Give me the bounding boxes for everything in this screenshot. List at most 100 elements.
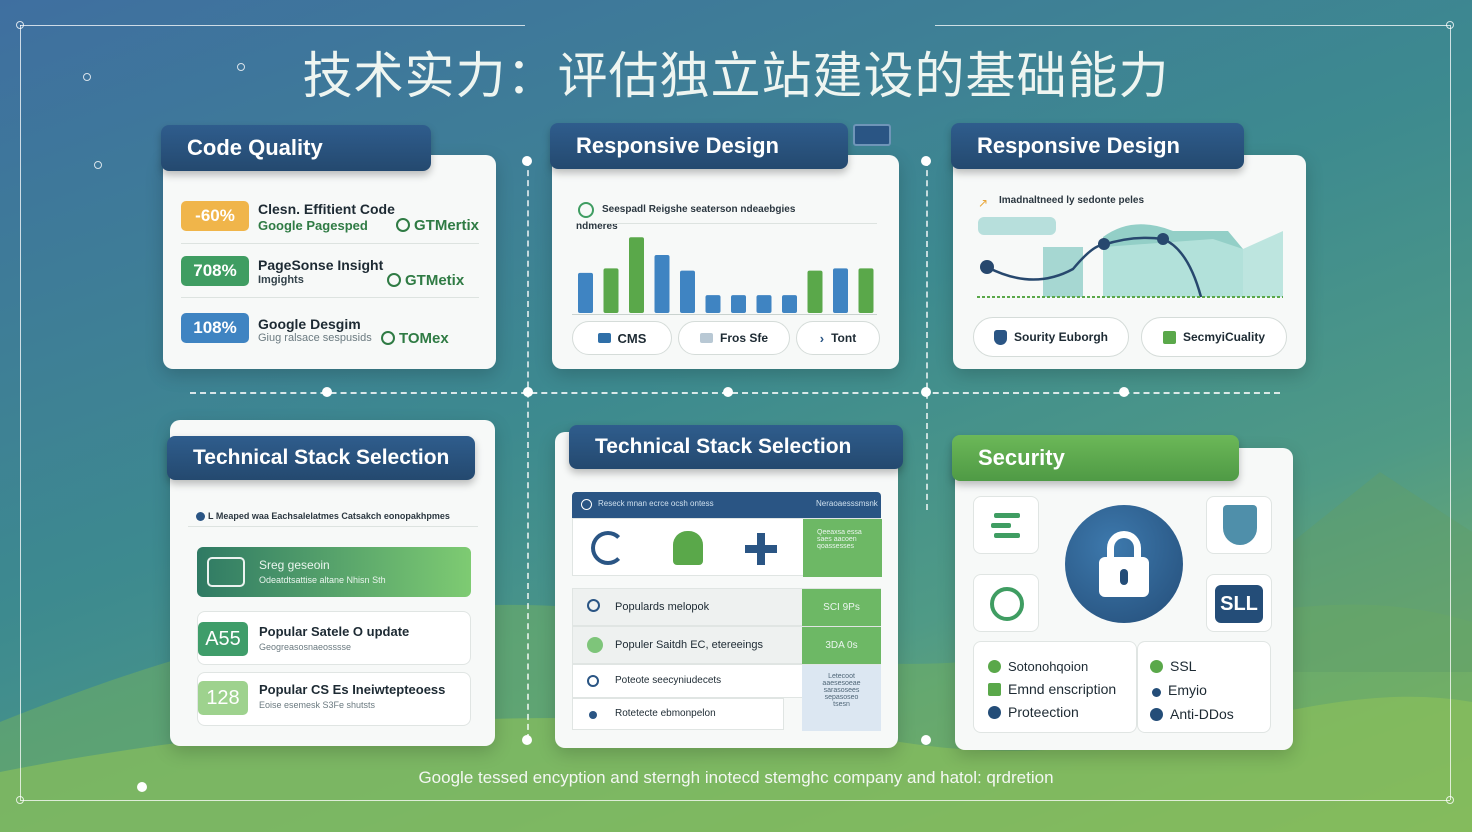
shield-icon bbox=[207, 557, 245, 587]
table-row[interactable]: Populer Saitdh EC, etereeings 3DA 0s bbox=[572, 626, 881, 665]
lock-icon bbox=[1065, 505, 1183, 623]
row-title: Sreg geseoin bbox=[259, 558, 330, 572]
table-icon bbox=[1162, 330, 1176, 344]
feature-item: SSL bbox=[1150, 658, 1196, 674]
circle-icon bbox=[587, 675, 599, 687]
frame-icon bbox=[699, 333, 713, 343]
security-quality-button[interactable]: SecmyiCuality bbox=[1141, 317, 1287, 357]
bar bbox=[578, 272, 593, 313]
list-tile[interactable] bbox=[973, 496, 1039, 554]
bar bbox=[833, 268, 848, 313]
table-row[interactable]: Rotetecte ebmonpelon bbox=[572, 698, 784, 730]
feature-item: Sotonohqoion bbox=[988, 658, 1088, 674]
connector-dot bbox=[921, 387, 931, 397]
check-icon bbox=[988, 660, 1001, 673]
section-caption: L Meaped waa Eachsalelatmes Catsakch eon… bbox=[208, 511, 450, 521]
row-label: Populards melopok bbox=[615, 601, 710, 613]
plugin-icon bbox=[745, 533, 777, 565]
corner-ring bbox=[1446, 796, 1454, 804]
bar bbox=[629, 237, 644, 313]
ssl-tile[interactable]: SLL bbox=[1206, 574, 1272, 632]
check-icon bbox=[578, 202, 594, 218]
corner-ring bbox=[16, 21, 24, 29]
metric-pill: 108% bbox=[181, 313, 249, 343]
highlight-row[interactable]: Sreg geseoin Odeatdtsattise altane Nhisn… bbox=[197, 547, 471, 597]
lock-small-icon bbox=[988, 683, 1001, 696]
tech-stack-card-2: Reseck mnan ecrce ocsh ontess Neraoaesss… bbox=[555, 432, 898, 748]
connector-dot bbox=[322, 387, 332, 397]
circle-icon bbox=[587, 637, 603, 653]
connector-line bbox=[527, 160, 529, 740]
row-label: Populer Saitdh EC, etereeings bbox=[615, 639, 763, 651]
info-icon bbox=[196, 512, 205, 521]
metric-subtitle: Giug ralsace sespusids bbox=[258, 332, 372, 344]
bar bbox=[705, 295, 721, 313]
bar bbox=[756, 295, 772, 313]
metric-subtitle: Google Pagesped bbox=[258, 218, 368, 233]
bar bbox=[603, 268, 619, 313]
gtmetrix-badge: GTMertix bbox=[396, 217, 479, 234]
metric-pill: 708% bbox=[181, 256, 249, 286]
bar bbox=[782, 295, 797, 313]
code-quality-card: -60% Clesn. Effitient Code Google Pagesp… bbox=[163, 155, 496, 369]
metric-title: Clesn. Effitient Code bbox=[258, 201, 395, 217]
bar bbox=[654, 255, 670, 313]
shield-check-icon bbox=[1223, 505, 1257, 545]
side-note: Qeeaxsa essa saes aacoen qoassesses bbox=[803, 519, 882, 577]
globe-tile[interactable] bbox=[973, 574, 1039, 632]
list-item[interactable]: 128 Popular CS Es Ineiwtepteoess Eoise e… bbox=[197, 672, 471, 726]
code-quality-tab[interactable]: Code Quality bbox=[161, 125, 431, 171]
feature-item: Emnd enscription bbox=[988, 681, 1116, 697]
table-row[interactable]: Populards melopok SCI 9Ps bbox=[572, 588, 881, 627]
cms-icon bbox=[597, 333, 611, 343]
frame-top bbox=[20, 25, 525, 26]
shield-small-icon bbox=[1150, 708, 1163, 721]
connector-dot bbox=[1119, 387, 1129, 397]
row-subtitle: Geogreasosnaeosssse bbox=[259, 642, 352, 652]
feature-item: Anti-DDos bbox=[1150, 706, 1234, 722]
security-tab[interactable]: Security bbox=[952, 435, 1239, 481]
list-icon bbox=[994, 513, 1020, 518]
row-label: Rotetecte ebmonpelon bbox=[615, 708, 716, 719]
footer-caption: Google tessed encyption and sterngh inot… bbox=[418, 768, 1054, 787]
tech-stack-tab[interactable]: Technical Stack Selection bbox=[167, 436, 475, 480]
frame-bottom bbox=[20, 800, 1450, 801]
corner-ring bbox=[1446, 21, 1454, 29]
cms-button[interactable]: CMS bbox=[572, 321, 672, 355]
responsive-design-tab[interactable]: Responsive Design bbox=[550, 123, 848, 169]
list-item[interactable]: A55 Popular Satele O update Geogreasosna… bbox=[197, 611, 471, 665]
chevron-right-icon: › bbox=[819, 330, 825, 346]
row-title: Popular CS Es Ineiwtepteoess bbox=[259, 682, 446, 697]
metric-subtitle: Imgights bbox=[258, 274, 304, 286]
tech-stack-tab-2[interactable]: Technical Stack Selection bbox=[569, 425, 903, 469]
security-strength-button[interactable]: Sourity Euborgh bbox=[973, 317, 1129, 357]
header-icon bbox=[581, 499, 592, 510]
features-left: Sotonohqoion Emnd enscription Proteectio… bbox=[973, 641, 1137, 733]
row-number: A55 bbox=[198, 622, 248, 656]
connector-dot bbox=[921, 156, 931, 166]
area-chart bbox=[977, 224, 1283, 298]
connector-line bbox=[926, 160, 928, 510]
connector-dot bbox=[522, 735, 532, 745]
pin-icon: ↗ bbox=[978, 196, 989, 210]
gtmetrix-badge: TOMex bbox=[381, 330, 449, 347]
decor-ring bbox=[83, 73, 91, 81]
check-icon bbox=[1150, 660, 1163, 673]
font-button[interactable]: ›Tont bbox=[796, 321, 880, 355]
shield-tile[interactable] bbox=[1206, 496, 1272, 554]
connector-dot bbox=[522, 156, 532, 166]
metric-title: Google Desgim bbox=[258, 316, 361, 332]
ssl-badge: SLL bbox=[1215, 585, 1263, 623]
header-right: Neraoaesssmsnk bbox=[816, 499, 878, 508]
front-site-button[interactable]: Fros Sfe bbox=[678, 321, 790, 355]
shield-icon bbox=[994, 329, 1007, 345]
feature-item: Emyio bbox=[1150, 682, 1207, 698]
table-row[interactable]: Poteote seecyniudecets Letecoot aaesesoe… bbox=[572, 664, 881, 731]
logo-row: Qeeaxsa essa saes aacoen qoassesses bbox=[572, 518, 882, 577]
bar bbox=[807, 270, 823, 313]
globe-icon bbox=[990, 587, 1024, 621]
dot-icon bbox=[1152, 688, 1161, 697]
gtmetrix-icon bbox=[396, 218, 410, 232]
circle-icon bbox=[589, 711, 597, 719]
responsive-design-tab-2[interactable]: Responsive Design bbox=[951, 123, 1244, 169]
